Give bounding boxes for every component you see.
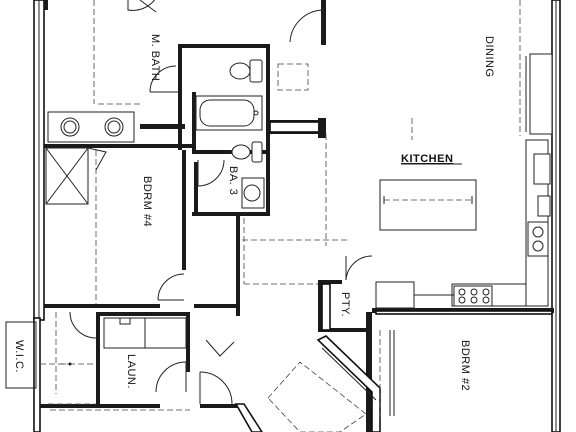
appliance-icon bbox=[537, 195, 551, 217]
kitchen-sink-icon bbox=[527, 221, 549, 257]
sink-icon bbox=[241, 177, 265, 209]
wic-frame bbox=[5, 321, 37, 389]
room-labels: M. BATH DINING KITCHEN BA. 3 BDRM #4 PTY… bbox=[13, 34, 495, 391]
label-pantry: PTY. bbox=[339, 292, 351, 317]
doors bbox=[69, 0, 373, 405]
fixtures bbox=[45, 0, 553, 432]
label-walk-in-closet: W.I.C. bbox=[13, 340, 25, 373]
label-bedroom-2: BDRM #2 bbox=[459, 340, 471, 391]
label-bath-3: BA. 3 bbox=[227, 166, 239, 195]
vanity-sinks-icon bbox=[47, 111, 135, 143]
label-master-bath: M. BATH bbox=[149, 34, 161, 81]
skylight-outline bbox=[277, 63, 309, 91]
walls bbox=[33, 0, 561, 432]
toilet-icon bbox=[231, 141, 263, 163]
label-dining: DINING bbox=[483, 36, 495, 78]
label-bedroom-4: BDRM #4 bbox=[141, 176, 153, 227]
label-laundry: LAUN. bbox=[125, 354, 137, 389]
kitchen-island bbox=[379, 179, 477, 231]
label-kitchen: KITCHEN bbox=[401, 153, 453, 165]
cooktop-icon bbox=[453, 285, 493, 307]
washer-dryer-icon bbox=[103, 317, 187, 349]
bathtub-icon bbox=[195, 95, 263, 131]
shower-icon bbox=[45, 147, 107, 205]
toilet-icon bbox=[229, 59, 263, 83]
refrigerator-icon bbox=[375, 281, 415, 309]
appliance-icon bbox=[533, 153, 551, 185]
